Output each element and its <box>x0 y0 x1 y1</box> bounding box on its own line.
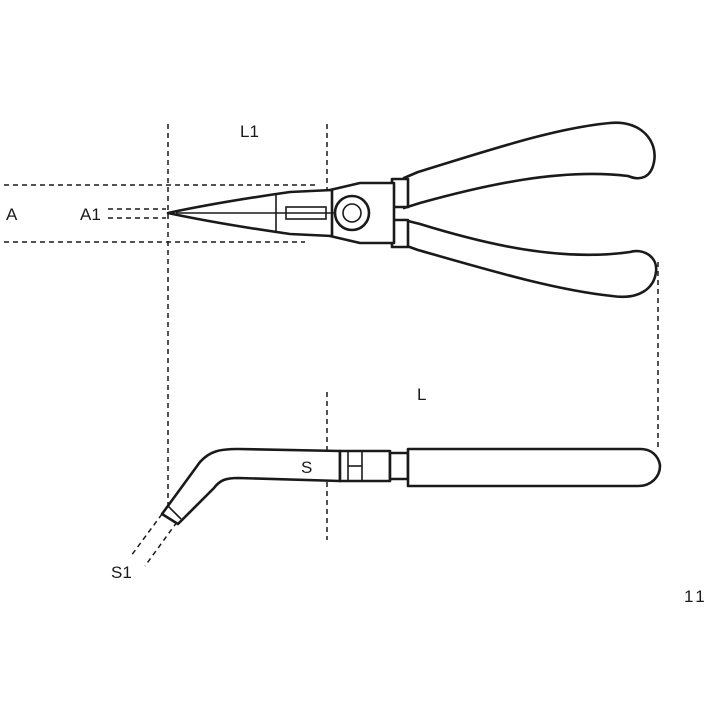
pivot-inner <box>342 203 362 223</box>
jaw-tip-mark <box>167 505 182 520</box>
label-a: A <box>6 205 18 224</box>
product-code: 11 <box>684 587 708 606</box>
lower-handle <box>402 218 658 299</box>
s1-guide-upper <box>130 513 163 557</box>
label-l1: L1 <box>240 122 259 141</box>
label-l: L <box>417 385 426 404</box>
upper-handle <box>402 121 656 210</box>
side-jaw <box>160 447 342 526</box>
pliers-side-view <box>160 447 662 526</box>
side-collar <box>388 451 410 481</box>
pivot-outer <box>333 194 371 232</box>
side-handle <box>406 447 662 488</box>
s1-guide-lower <box>144 521 178 567</box>
jaw-groove <box>285 206 327 220</box>
pliers-top-view <box>166 121 658 299</box>
label-s: S <box>301 458 312 477</box>
label-s1: S1 <box>111 563 132 582</box>
label-a1: A1 <box>80 205 101 224</box>
